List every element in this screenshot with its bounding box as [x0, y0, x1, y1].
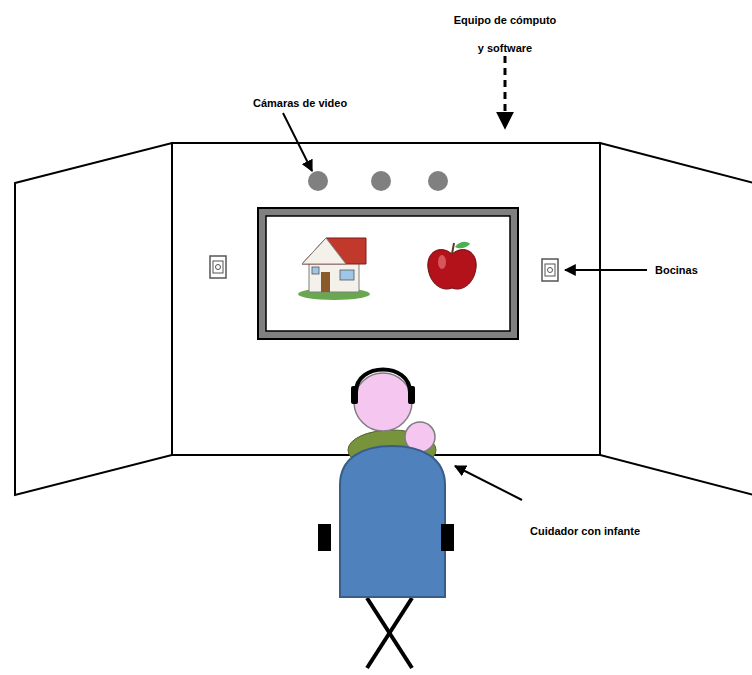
speaker — [542, 259, 558, 281]
leader-arrow — [565, 269, 647, 271]
leader-arrow — [504, 56, 507, 128]
video-camera — [371, 171, 391, 191]
right-panel — [600, 143, 752, 495]
video-camera — [428, 171, 448, 191]
leader-arrow — [455, 466, 522, 500]
leader-arrow — [283, 113, 312, 171]
camera-label: Cámaras de video — [253, 96, 373, 110]
equipment-label: Equipo de cómputo y software — [451, 6, 559, 62]
left-panel — [15, 143, 172, 495]
caregiver-label: Cuidador con infante — [530, 524, 700, 538]
house-picture — [298, 238, 370, 300]
speaker — [210, 256, 226, 278]
screen-frame — [258, 208, 518, 339]
back-panel — [172, 143, 600, 455]
apple-picture — [428, 242, 476, 289]
screen — [266, 216, 510, 331]
caregiver-with-infant — [318, 370, 454, 669]
speaker-label: Bocinas — [655, 263, 745, 277]
video-camera — [308, 171, 328, 191]
